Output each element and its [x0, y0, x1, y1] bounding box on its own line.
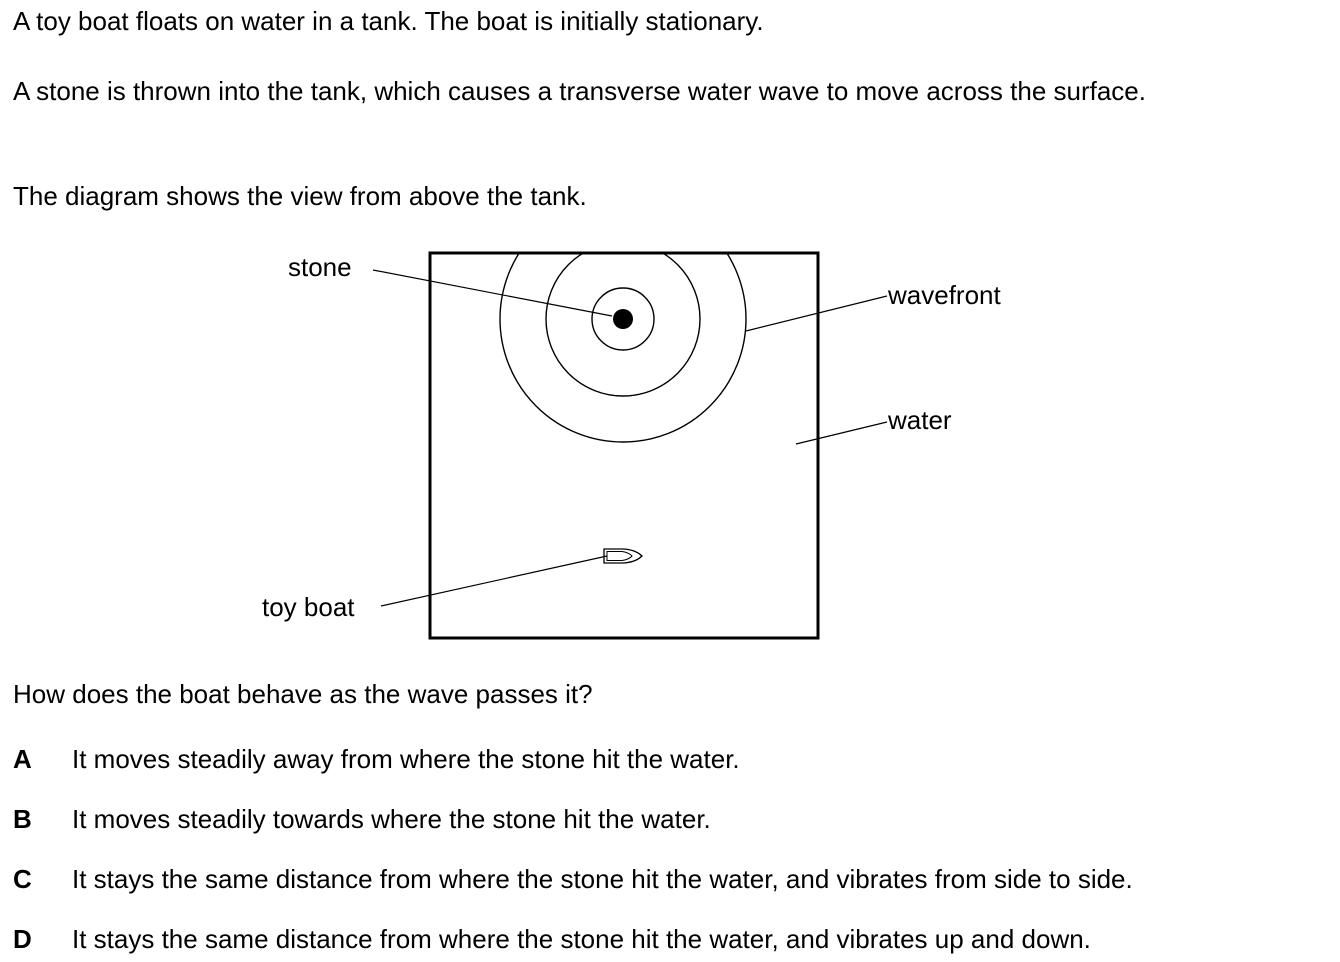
wave-circle-middle: [545, 253, 701, 397]
intro-paragraph-3: The diagram shows the view from above th…: [13, 181, 587, 211]
stone-label: stone: [288, 252, 352, 282]
tank-outline: [428, 251, 820, 640]
option-text: It moves steadily towards where the ston…: [72, 804, 711, 834]
question-text: How does the boat behave as the wave pas…: [13, 679, 593, 709]
wavefront-label: wavefront: [887, 280, 1001, 310]
wave-circles: [499, 253, 747, 443]
option-text: It stays the same distance from where th…: [72, 864, 1133, 894]
wave-circle-outer: [499, 253, 747, 443]
stone-leader-line: [372, 269, 613, 317]
water-leader-line: [795, 421, 888, 445]
option-text: It stays the same distance from where th…: [72, 924, 1091, 954]
wave-circle-inner: [591, 287, 655, 351]
intro-paragraph-1: A toy boat floats on water in a tank. Th…: [13, 6, 764, 36]
option-text: It moves steadily away from where the st…: [72, 744, 740, 774]
intro-paragraph-2: A stone is thrown into the tank, which c…: [13, 76, 1146, 106]
stone-dot: [613, 309, 633, 329]
option-letter: B: [13, 804, 32, 834]
option-letter: A: [13, 744, 32, 774]
wavefront-leader-line: [745, 295, 888, 332]
toy-boat-leader-line: [380, 555, 608, 607]
option-letter: C: [13, 864, 32, 894]
toy-boat-icon: [603, 548, 643, 564]
option-letter: D: [13, 924, 32, 954]
water-label: water: [887, 405, 952, 435]
toy-boat-label: toy boat: [262, 592, 355, 622]
